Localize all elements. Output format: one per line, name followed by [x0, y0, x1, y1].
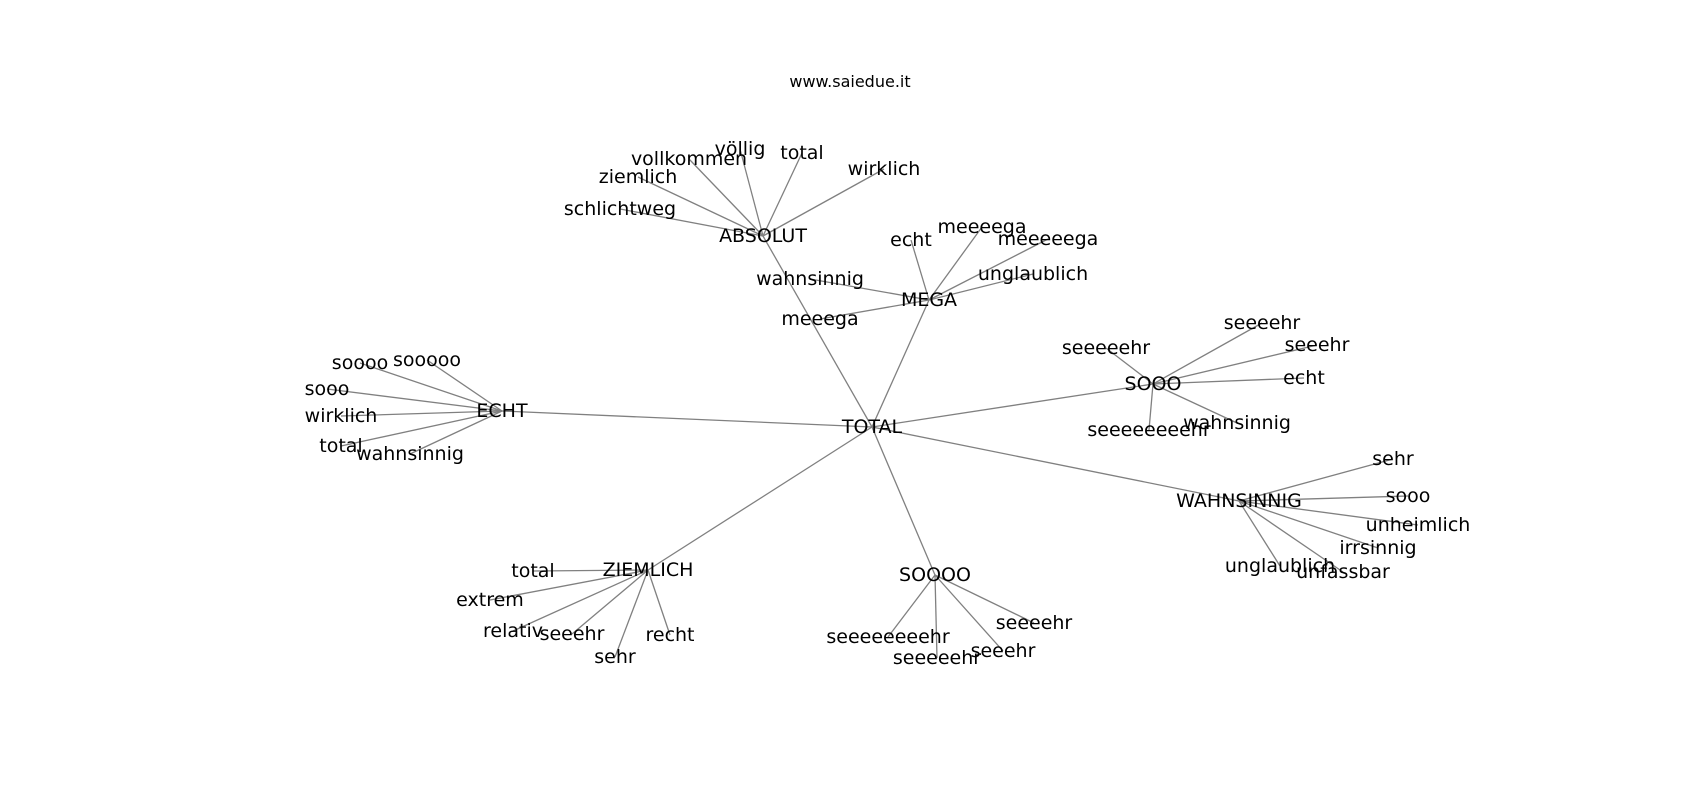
node-absolut-total: total — [780, 142, 823, 164]
edge-soooo-seeehr — [934, 574, 1004, 652]
node-ziemlich-total: total — [511, 560, 554, 582]
node-ziemlich-extrem: extrem — [456, 589, 524, 611]
node-soooo: SOOOO — [899, 564, 971, 586]
node-sooo-seeehr: seeehr — [1285, 334, 1350, 356]
edge-echt-wirklich — [340, 410, 503, 417]
edge-total-ziemlich — [647, 426, 873, 571]
edge-ziemlich-sehr — [614, 569, 649, 658]
node-wahnsinnig: WAHNSINNIG — [1176, 490, 1302, 512]
edge-sooo-seeeehr — [1152, 322, 1263, 385]
edge-echt-soooo — [359, 362, 503, 412]
node-sooo: SOOO — [1125, 373, 1182, 395]
node-echt-wahnsinnig: wahnsinnig — [356, 443, 464, 465]
node-sooo-seeeehr: seeeehr — [1224, 312, 1301, 334]
edges-layer — [326, 148, 1419, 659]
edge-echt-wahnsinnig — [409, 410, 503, 455]
edge-ziemlich-total — [532, 569, 649, 572]
edge-echt-total — [340, 410, 503, 447]
node-absolut-ziemlich: ziemlich — [599, 166, 678, 188]
node-soooo-seeehr: seeehr — [971, 640, 1036, 662]
edge-mega-meeeeega — [928, 238, 1049, 301]
edge-total-mega — [871, 299, 930, 428]
node-echt-wirklich: wirklich — [305, 405, 378, 427]
edge-soooo-seeeeehr — [934, 574, 938, 659]
node-soooo-seeeeehr: seeeeehr — [893, 647, 981, 669]
node-wahnsinnig-sehr: sehr — [1372, 448, 1414, 470]
node-ziemlich-seeehr: seeehr — [540, 623, 605, 645]
node-mega-echt: echt — [890, 229, 932, 251]
edge-wahnsinnig-sehr — [1238, 458, 1394, 502]
edge-absolut-ziemlich — [637, 176, 764, 237]
edge-sooo-seeeeehr — [1105, 347, 1154, 385]
edge-total-sooo — [871, 383, 1154, 428]
node-mega-unglaublich: unglaublich — [978, 263, 1088, 285]
edge-wahnsinnig-unglaublich — [1238, 500, 1281, 567]
edge-mega-echt — [910, 239, 930, 301]
edge-wahnsinnig-irrsinnig — [1238, 500, 1379, 549]
node-echt: ECHT — [476, 400, 528, 422]
edge-total-soooo — [871, 426, 936, 576]
edge-wahnsinnig-sooo — [1238, 495, 1409, 502]
edge-sooo-seeehr — [1152, 344, 1318, 385]
node-mega-wahnsinnig: wahnsinnig — [756, 268, 864, 290]
edge-ziemlich-relativ — [512, 569, 649, 632]
edge-ziemlich-extrem — [489, 569, 649, 601]
node-wahnsinnig-unfassbar: unfassbar — [1296, 561, 1390, 583]
node-mega-meeega: meeega — [781, 308, 858, 330]
edge-wahnsinnig-unfassbar — [1238, 500, 1344, 573]
node-absolut-voellig: völlig — [715, 138, 766, 160]
edge-soooo-seeeehr — [934, 574, 1035, 624]
labels-layer: TOTAL ABSOLUT völlig total vollkommenziemlic… — [305, 138, 1471, 669]
edge-absolut-total — [762, 152, 803, 237]
node-soooo-seeeeeeeehr: seeeeeeeehr — [826, 626, 949, 648]
edge-soooo-seeeeeeeehr — [887, 574, 936, 638]
node-sooo-wahnsinnig: wahnsinnig — [1183, 412, 1291, 434]
edge-mega-unglaublich — [928, 273, 1034, 301]
edge-ziemlich-seeehr — [571, 569, 649, 635]
node-sooo-echt: echt — [1283, 367, 1325, 389]
node-mega-meeeeega: meeeeega — [998, 228, 1099, 250]
node-wahnsinnig-sooo: sooo — [1386, 485, 1431, 507]
edge-mega-wahnsinnig — [809, 278, 930, 301]
node-absolut-vollkommen: vollkommen — [631, 148, 747, 170]
edge-total-wahnsinnig — [871, 426, 1240, 502]
edge-absolut-voellig — [739, 148, 764, 237]
node-wahnsinnig-irrsinnig: irrsinnig — [1339, 537, 1416, 559]
node-wahnsinnig-unglaublich: unglaublich — [1225, 555, 1335, 577]
node-soooo-seeeehr: seeeehr — [996, 612, 1073, 634]
edge-absolut-wirklich — [762, 168, 885, 237]
node-echt-sooooo: sooooo — [393, 349, 461, 371]
node-absolut-schlichtweg: schlichtweg — [564, 198, 676, 220]
edge-wahnsinnig-unheimlich — [1238, 500, 1419, 526]
edge-mega-meeega — [819, 299, 930, 320]
node-ziemlich-relativ: relativ — [483, 620, 543, 642]
edge-sooo-wahnsinnig — [1152, 383, 1238, 424]
edge-echt-sooooo — [426, 359, 503, 412]
node-sooo-seeeeehr: seeeeehr — [1062, 337, 1150, 359]
node-absolut: ABSOLUT — [719, 225, 807, 247]
node-absolut-wirklich: wirklich — [848, 158, 921, 180]
node-ziemlich-sehr: sehr — [594, 646, 636, 668]
caption: www.saiedue.it — [789, 72, 910, 91]
node-total: TOTAL — [841, 416, 903, 438]
node-ziemlich-recht: recht — [645, 624, 694, 646]
edge-sooo-seeeeeeeehr — [1148, 383, 1154, 431]
node-wahnsinnig-unheimlich: unheimlich — [1366, 514, 1471, 536]
node-echt-soooo: soooo — [332, 352, 388, 374]
node-echt-sooo: sooo — [305, 378, 350, 400]
edge-sooo-echt — [1152, 377, 1305, 385]
edge-total-echt — [501, 410, 873, 428]
edge-absolut-schlichtweg — [619, 208, 764, 237]
edge-echt-sooo — [326, 388, 503, 412]
node-sooo-seeeeeeeehr: seeeeeeeehr — [1087, 419, 1210, 441]
node-mega-meeeega: meeeega — [938, 216, 1027, 238]
node-echt-total: total — [319, 435, 362, 457]
edge-total-absolut — [762, 235, 873, 428]
edge-ziemlich-recht — [647, 569, 671, 636]
node-ziemlich: ZIEMLICH — [603, 559, 694, 581]
edge-mega-meeeega — [928, 226, 983, 301]
edge-absolut-vollkommen — [688, 158, 764, 237]
node-mega: MEGA — [901, 289, 957, 311]
